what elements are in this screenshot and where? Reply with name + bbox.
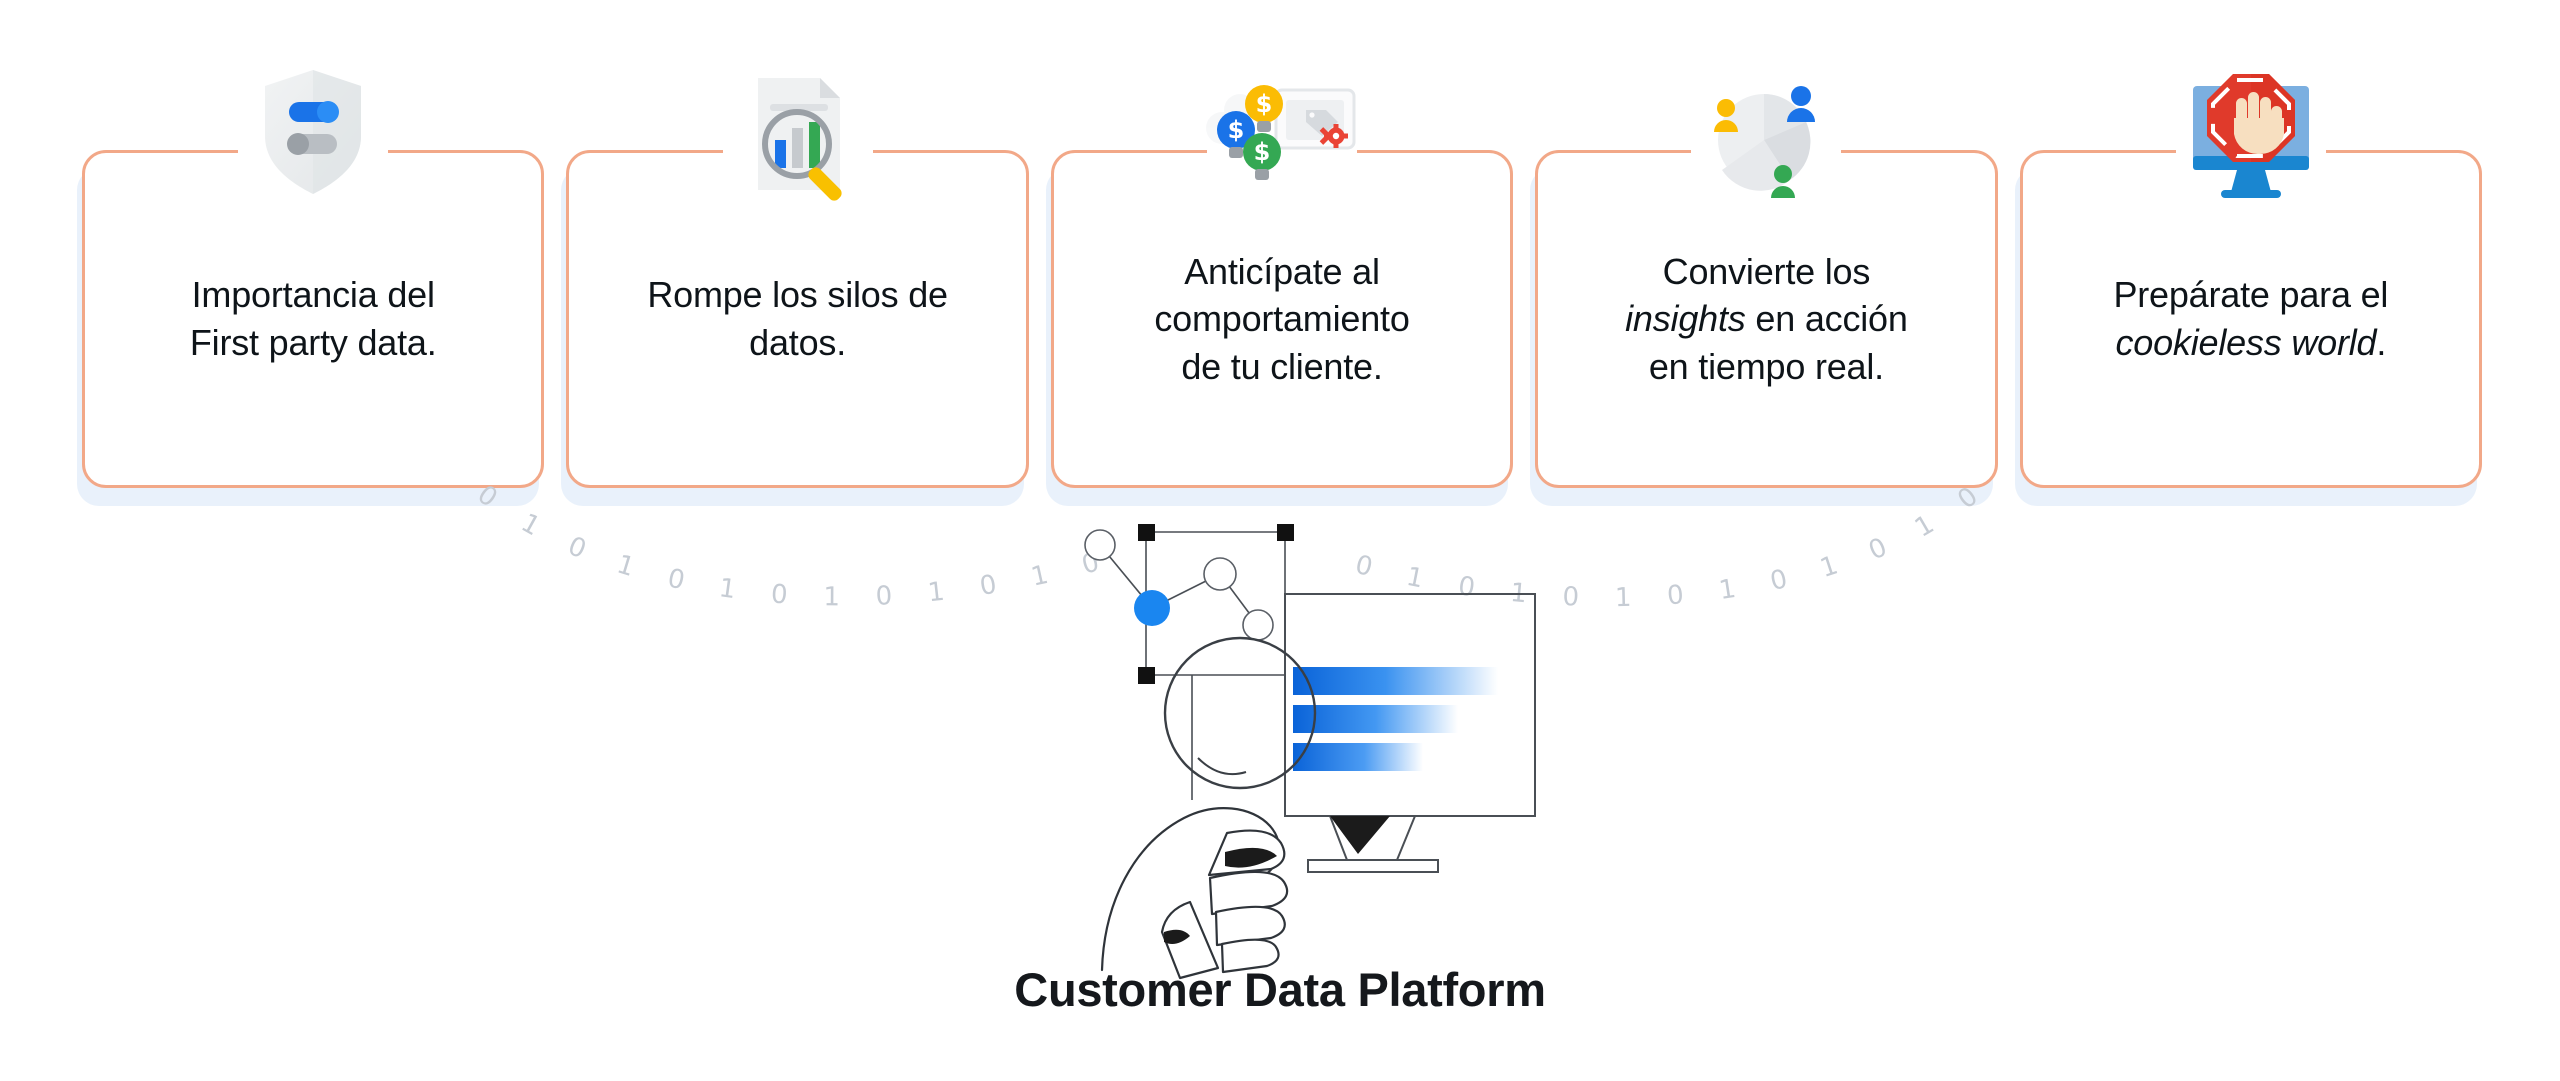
svg-text:$: $ bbox=[1256, 90, 1273, 118]
hand-magnifier-monitor-network-illustration bbox=[1080, 500, 1550, 980]
card-top-notch bbox=[1691, 144, 1842, 158]
svg-text:0 1 0 1 0 1 0 1 0 1 0 1 0 1: 0 1 0 1 0 1 0 1 0 1 0 1 0 1 bbox=[470, 480, 1110, 610]
binary-arc-left: 0 1 0 1 0 1 0 1 0 1 0 1 0 1 bbox=[455, 457, 1110, 615]
binary-arc-right: 0 1 0 1 0 1 0 1 0 1 0 1 0 1 bbox=[1335, 457, 1990, 615]
card-top-notch bbox=[238, 144, 389, 158]
card-top-notch bbox=[2175, 144, 2326, 158]
svg-text:$: $ bbox=[1228, 116, 1245, 144]
page-title: Customer Data Platform bbox=[1014, 963, 1546, 1016]
card-top-notch bbox=[722, 144, 873, 158]
card-top-notch bbox=[1207, 144, 1358, 158]
